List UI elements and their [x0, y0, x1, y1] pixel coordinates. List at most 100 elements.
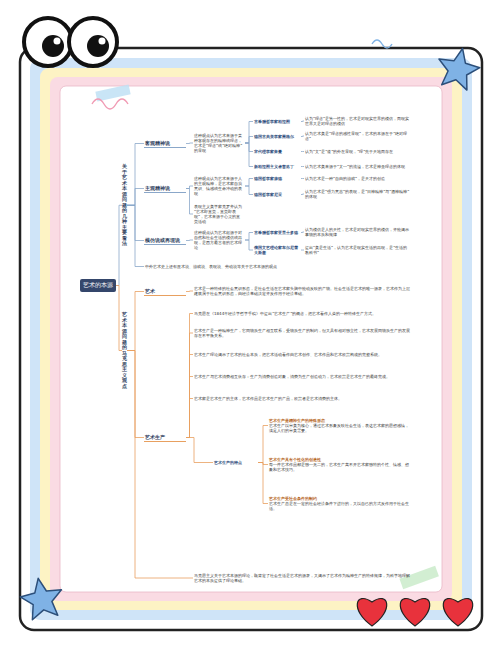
branch-line	[186, 399, 193, 438]
branch-line	[186, 355, 193, 438]
node-text: 客观精神说	[145, 140, 185, 146]
branch-line	[301, 166, 304, 167]
node-text: 艺术生产是一种精神生产，它同物质生产相互联系，受物质生产的制约，但又具有相对独立…	[194, 328, 412, 338]
topic-node: 主观精神说	[144, 184, 186, 193]
node-text: 艺术本源问题的马克思主义观点	[122, 312, 127, 389]
topic-node: 客观精神说	[144, 139, 186, 148]
paper	[60, 86, 442, 592]
frame-yellow-band	[40, 68, 462, 610]
node-text: 古希腊哲学家亚里士多德	[254, 230, 300, 235]
note-text: 这种观点认为艺术来源于人的主观精神，是艺术家自我意识、情感或生命冲动的表现	[193, 175, 245, 197]
branch-column: 关于艺术本源问题的几种主要看法	[122, 164, 127, 247]
node-text: 古希腊哲学家柏拉图	[254, 119, 300, 124]
node-text: 认为艺术美来源于“太一”的流溢，艺术是神圣理念的体现	[305, 164, 411, 169]
node-text: 新柏拉图主义者普洛丁	[254, 164, 300, 169]
note-text: 马克思主义关于艺术本源的理论，既肯定了社会生活是艺术的源泉，又揭示了艺术作为精神…	[193, 572, 413, 584]
node-text: 马克思主义关于艺术本源的理论，既肯定了社会生活是艺术的源泉，又揭示了艺术作为精神…	[194, 573, 412, 583]
star	[434, 44, 483, 92]
topic-node: 艺术	[144, 287, 186, 296]
washi-tape	[95, 85, 130, 102]
branch-line	[186, 240, 193, 242]
root-box: 艺术的本源	[80, 279, 116, 292]
heart	[443, 599, 472, 626]
branch-line	[245, 240, 253, 250]
doodle	[372, 40, 392, 48]
branch-line	[186, 333, 193, 438]
frame-outline	[20, 48, 482, 630]
frame-blue-band	[30, 58, 472, 620]
note-text: 认为艺术是一种“自由的游戏”，是天才的创造	[304, 175, 412, 182]
node-text: 艺术的本源	[82, 282, 114, 289]
node-text: 中外艺术史上还有巫术说、游戏说、表现说、劳动说等关于艺术本源的观点	[145, 264, 411, 269]
note-text: 这种观点认为艺术起源于对自然和社会生活的模仿或再现，是西方最古老的艺术理论	[193, 229, 245, 251]
node-text: 这种观点认为艺术来源于人的主观精神，是艺术家自我意识、情感或生命冲动的表现	[194, 176, 244, 196]
note-text: 中外艺术史上还有巫术说、游戏说、表现说、劳动说等关于艺术本源的观点	[144, 263, 412, 270]
cartoon-eyes	[24, 18, 117, 66]
node-text: 德国哲学家康德	[254, 176, 300, 181]
subtopic-node: 古希腊哲学家柏拉图	[253, 118, 301, 125]
branch-line	[245, 143, 253, 167]
note-text: 认为艺术是“强力意志”的表现，是“日神精神”与“酒神精神”的体现	[304, 188, 412, 200]
note-text: 认为模仿是人的天性，艺术是对现实世界的模仿，并能揭示事物的本质和规律	[304, 226, 412, 238]
node-body: 每一件艺术作品都是独一无二的，艺术生产离不开艺术家独特的个性、情感、想象和艺术技…	[269, 462, 412, 472]
node-text: 认为“文”是“道”的外在显现，“理”先于天地而存在	[305, 149, 411, 154]
subtopic-card: 艺术生产是精神生产的特殊形态艺术生产以审美为核心，通过艺术形象反映社会生活，表达…	[268, 417, 413, 434]
note-text: 艺术是一种特殊的社会意识形态，是社会生活在艺术家头脑中能动反映的产物。社会生活是…	[193, 285, 413, 297]
node-text: 艺术	[145, 288, 185, 294]
branch-line	[186, 438, 213, 463]
node-text: 认为艺术美是“理念的感性显现”，艺术的本源在于“绝对理念”	[305, 131, 411, 141]
node-text: 这种观点认为艺术起源于对自然和社会生活的模仿或再现，是西方最古老的艺术理论	[194, 230, 244, 250]
note-text: 艺术生产与艺术消费相互依存：生产为消费创造对象，消费为生产创造动力，艺术欣赏是艺…	[193, 373, 413, 380]
node-text: 关于艺术本源问题的几种主要看法	[122, 164, 127, 247]
node-text: 艺术家是艺术生产的主体，艺术作品是艺术生产的产品，欣赏者是艺术消费的主体。	[194, 396, 412, 401]
pupil	[87, 35, 109, 57]
note-text: 艺术家是艺术生产的主体，艺术作品是艺术生产的产品，欣赏者是艺术消费的主体。	[193, 395, 413, 402]
node-text: 艺术生产是精神生产的特殊形态	[269, 418, 412, 423]
note-text: 认为“文”是“道”的外在显现，“理”先于天地而存在	[304, 148, 412, 155]
note-text: 认为艺术美来源于“太一”的流溢，艺术是神圣理念的体现	[304, 163, 412, 170]
branch-line	[127, 351, 144, 438]
node-body: 艺术生产以审美为核心，通过艺术形象反映社会生活，表达艺术家的思想感情，满足人们的…	[269, 423, 412, 433]
note-text: 马克思在《1844年经济学哲学手稿》中提出“艺术生产”的概念，把艺术看作人类的一…	[193, 310, 413, 317]
branch-line	[186, 314, 193, 438]
node-text: 这种观点认为艺术来源于某种客观存在的精神或理念，艺术是“理念”或“绝对精神”的显…	[194, 133, 244, 153]
heart	[357, 599, 386, 626]
subtopic-node: 俄国文艺理论家车尔尼雪夫斯基	[253, 244, 301, 256]
branch-column: 艺术本源问题的马克思主义观点	[122, 312, 127, 389]
branch-line	[301, 121, 304, 123]
branch-line	[245, 122, 253, 144]
node-text: 德国古典美学家黑格尔	[254, 134, 300, 139]
branch-line	[245, 233, 253, 241]
branch-line	[301, 250, 304, 251]
branch-line	[245, 179, 253, 187]
branch-line	[127, 144, 144, 206]
note-text: 认为“理念”是第一性的，艺术是对现实世界的模仿，而现实世界又是对理念的模仿	[304, 115, 412, 127]
branch-line	[127, 205, 144, 240]
branch-line	[186, 189, 193, 215]
node-text: 俄国文艺理论家车尔尼雪夫斯基	[254, 245, 300, 255]
eye	[24, 18, 72, 66]
topic-node: 模仿说或再现说	[144, 236, 186, 245]
node-text: 艺术是一种特殊的社会意识形态，是社会生活在艺术家头脑中能动反映的产物。社会生活是…	[194, 286, 412, 296]
branch-line	[127, 351, 193, 579]
note-text: 认为艺术美是“理念的感性显现”，艺术的本源在于“绝对理念”	[304, 130, 412, 142]
subtopic-node: 德国哲学家尼采	[253, 191, 301, 198]
note-text: 表现主义美学家克罗齐认为“艺术即直觉，直觉即表现”，艺术来源于心灵的直觉活动	[193, 203, 245, 225]
node-text: 宋代理学家朱熹	[254, 149, 300, 154]
branch-line	[301, 232, 304, 234]
branch-line	[127, 292, 144, 351]
node-text: 模仿说或再现说	[145, 237, 185, 243]
branch-line	[258, 426, 268, 463]
topic-node: 艺术生产	[144, 433, 186, 442]
subtopic-node: 德国哲学家康德	[253, 175, 301, 182]
branch-line	[301, 136, 304, 138]
node-text: 认为艺术是“强力意志”的表现，是“日神精神”与“酒神精神”的体现	[305, 189, 411, 199]
heart	[400, 599, 429, 626]
note-text: 艺术生产是一种精神生产，它同物质生产相互联系，受物质生产的制约，但又具有相对独立…	[193, 327, 413, 339]
node-text: 艺术生产理论揭示了艺术的社会本质，把艺术活动看作由艺术创作、艺术作品和艺术欣赏构…	[194, 352, 412, 357]
node-text: 马克思在《1844年经济学哲学手稿》中提出“艺术生产”的概念，把艺术看作人类的一…	[194, 311, 412, 316]
note-text: 这种观点认为艺术来源于某种客观存在的精神或理念，艺术是“理念”或“绝对精神”的显…	[193, 132, 245, 154]
branch-line	[127, 205, 144, 266]
eye-highlight	[54, 38, 61, 45]
